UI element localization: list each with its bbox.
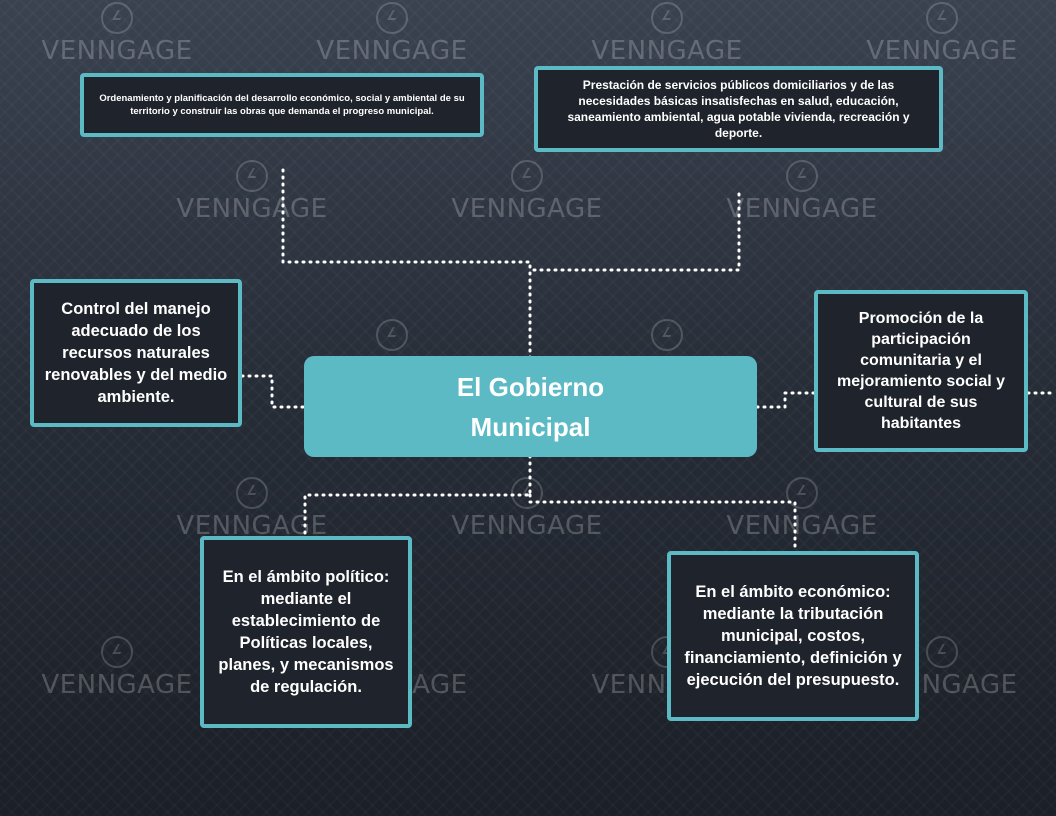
node-politico: En el ámbito político: mediante el estab… [200,536,412,728]
connector-economico [528,493,797,554]
connector-politico [303,454,532,540]
node-control-text: Control del manejo adecuado de los recur… [44,300,228,406]
connector-ordenamiento [281,168,532,362]
central-topic: El Gobierno Municipal [304,356,757,457]
node-politico-text: En el ámbito político: mediante el estab… [218,568,394,696]
connector-promocion [755,391,817,409]
node-servicios-text: Prestación de servicios públicos domicil… [567,78,910,140]
node-promocion-text: Promoción de la participación comunitari… [836,310,1006,432]
node-economico-text: En el ámbito económico: mediante la trib… [684,583,902,689]
node-ordenamiento-text: Ordenamiento y planificación del desarro… [99,93,465,117]
connector-servicios [528,192,741,272]
node-control: Control del manejo adecuado de los recur… [30,279,242,427]
central-topic-title: El Gobierno Municipal [456,371,605,442]
node-ordenamiento: Ordenamiento y planificación del desarro… [80,73,484,137]
node-promocion: Promoción de la participación comunitari… [814,290,1028,452]
node-servicios: Prestación de servicios públicos domicil… [534,66,943,152]
connector-control [240,374,307,409]
node-economico: En el ámbito económico: mediante la trib… [667,551,919,721]
